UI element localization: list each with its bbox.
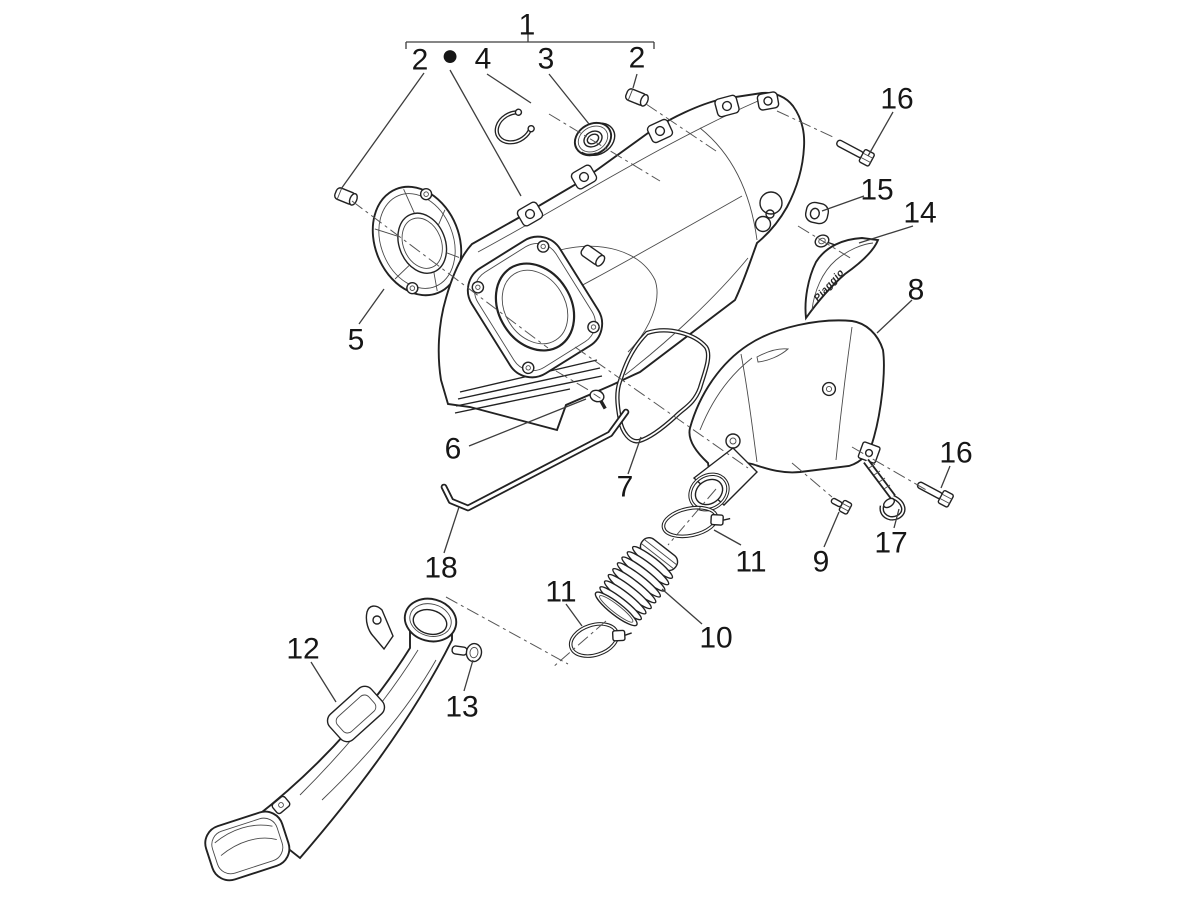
part-2-bushing-right <box>624 88 649 107</box>
part-16-bolt-bottom <box>916 481 954 508</box>
leader-line-15 <box>565 603 583 627</box>
leader-line-4 <box>632 73 638 89</box>
part-label-12: 12 <box>286 633 319 666</box>
part-label-4: 4 <box>475 43 492 76</box>
center-axis-7 <box>551 620 607 669</box>
leader-lines <box>310 69 951 703</box>
part-17-bracket <box>857 441 906 521</box>
part-10-bellows <box>594 537 679 627</box>
part-label-16a: 16 <box>880 83 913 116</box>
artwork-layer: Piaggio <box>204 88 954 882</box>
leader-line-11 <box>627 436 642 475</box>
part-7-gasket <box>615 328 711 444</box>
part-label-9: 9 <box>813 546 830 579</box>
leader-line-2 <box>486 73 532 104</box>
group-bracket <box>405 34 655 49</box>
part-11-clamp-right <box>661 505 731 539</box>
leader-line-1 <box>449 69 522 197</box>
part-4-circlip <box>494 108 535 145</box>
part-11-clamp-left <box>568 622 632 658</box>
leader-line-17 <box>661 588 703 625</box>
leader-line-20 <box>940 465 951 489</box>
leader-line-9 <box>358 288 385 325</box>
leader-line-7 <box>858 225 914 244</box>
leader-line-12 <box>443 506 460 554</box>
leader-line-5 <box>867 111 894 157</box>
part-8-air-filter-cover <box>688 319 885 512</box>
part-label-15: 15 <box>860 174 893 207</box>
leader-line-3 <box>548 73 590 125</box>
part-14-emblem-plate: Piaggio <box>804 237 880 321</box>
part-label-2b: 2 <box>629 42 646 75</box>
part-label-3: 3 <box>538 43 555 76</box>
center-axis-0 <box>351 200 549 349</box>
center-axis-2 <box>555 370 593 393</box>
center-axis-5 <box>776 110 834 138</box>
part-label-10: 10 <box>699 622 732 655</box>
part-18-rod <box>440 408 630 512</box>
part-15-grommet <box>804 201 836 248</box>
leader-line-10 <box>468 398 587 447</box>
leader-line-19 <box>893 508 900 529</box>
center-axis-3 <box>548 113 661 182</box>
part-16-bolt-top <box>836 139 875 167</box>
part-12-air-duct <box>204 597 458 882</box>
part-9-screw <box>830 497 853 515</box>
part-label-13: 13 <box>445 691 478 724</box>
leader-line-6 <box>821 195 865 212</box>
main-crankcase-cover <box>437 91 806 432</box>
part-label-18: 18 <box>424 552 457 585</box>
center-axis-11 <box>797 225 853 260</box>
leader-line-18 <box>823 511 840 548</box>
center-axis-6 <box>667 488 717 546</box>
part-label-7: 7 <box>617 471 634 504</box>
center-axes <box>351 103 929 669</box>
part-label-2a: 2 <box>412 44 429 77</box>
center-axis-1 <box>574 346 749 469</box>
leader-line-14 <box>463 659 474 692</box>
part-label-8: 8 <box>908 274 925 307</box>
part-label-16b: 16 <box>939 437 972 470</box>
part-6-screw <box>589 389 607 410</box>
part-label-1: 1 <box>519 9 536 42</box>
leader-line-13 <box>310 661 337 703</box>
part-5-cooling-flange <box>371 185 463 297</box>
part-label-5: 5 <box>348 324 365 357</box>
part-13-screw <box>451 642 483 663</box>
part-label-11a: 11 <box>545 576 576 609</box>
center-axis-10 <box>851 446 929 492</box>
part-label-6: 6 <box>445 433 462 466</box>
leader-line-8 <box>876 299 913 334</box>
part-3-bearing <box>573 121 616 157</box>
part-label-17: 17 <box>874 527 907 560</box>
center-axis-9 <box>791 462 833 498</box>
part-label-14: 14 <box>903 197 936 230</box>
center-axis-4 <box>645 103 717 152</box>
part-label-11b: 11 <box>735 546 766 579</box>
leader-line-0 <box>340 72 425 190</box>
part-2-bushing-left <box>333 187 358 206</box>
leader-line-16 <box>713 529 742 546</box>
center-axis-8 <box>445 596 569 665</box>
part-label-dot: ● <box>441 39 459 72</box>
